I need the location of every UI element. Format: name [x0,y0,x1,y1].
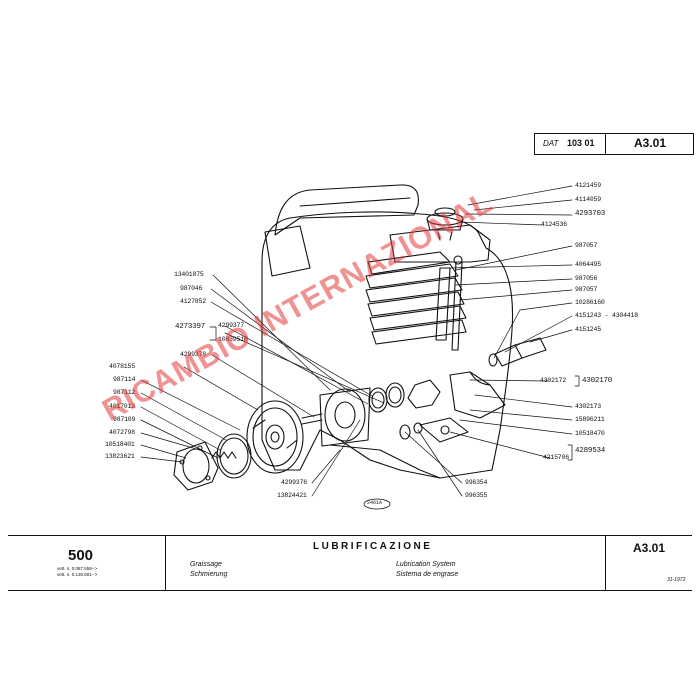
part-number: 4273397 [175,323,206,331]
header-section-code: A3.01 [634,136,667,150]
footer-divider-right [605,535,606,590]
footer-label-en: Lubrication System [396,561,456,568]
dipstick-rod [451,261,463,351]
part-number: 4289534 [575,447,606,455]
part-number: 4302172 [540,377,566,384]
part-number: 996354 [465,479,488,486]
breather-tube [274,184,419,236]
engine-base [329,444,441,479]
dat-code: 103 01 [567,138,595,148]
footer-bottom-rule [8,590,692,591]
crankcase-outline [261,211,514,479]
part-number: 987056 [575,275,598,282]
footer-divider-left [165,535,166,590]
part-number: 10518470 [575,430,605,437]
leader-lines-right [404,185,573,497]
diagram-badge-outline [363,498,391,510]
footer-model-note-1: vett. n. 0.087.558--> [57,566,98,571]
part-number: 4114059 [575,196,601,203]
bracket-4273397 [209,326,217,341]
drive-gear [407,379,441,409]
bracket-4302170 [574,375,580,387]
part-number: 987057 [575,242,598,249]
part-number: 4064495 [575,261,601,268]
washer-1 [399,424,411,440]
gasket-ring [216,433,252,479]
fan-pulley [246,400,304,474]
part-number: 4299376 [281,479,307,486]
footer-section-code: A3.01 [633,541,666,555]
footer-model-note-2: vett. n. 0.130.801--> [57,572,98,577]
part-number: 4293703 [575,210,606,218]
part-number: 13401875 [174,271,204,278]
part-number: 4121459 [575,182,601,189]
diagram-badge: 2461A [367,500,383,506]
part-number: 4017013 [109,403,135,410]
part-number: 10286160 [575,299,605,306]
part-number: 4151243 - 4304418 [575,312,638,319]
footer-date: 31-1972 [667,577,686,583]
part-number: 4299378 [180,351,206,358]
footer-model: 500 [68,547,94,564]
part-number: 4151245 [575,326,601,333]
seal-ring-2 [385,382,405,408]
washer-2 [413,422,423,434]
footer-label-es: Sistema de engrase [396,571,459,578]
oil-pump-body [319,387,371,447]
part-number: 987112 [113,389,136,396]
header-divider [605,133,606,155]
part-number: 13823621 [105,453,135,460]
part-number: 4072798 [109,429,135,436]
part-number: 4302173 [575,403,601,410]
footer-label-fr: Graissage [190,561,222,568]
pushrod-tube [435,267,451,341]
dat-prefix: DAT [543,139,559,148]
part-number: 10839510 [218,336,248,343]
leader-lines-left [140,274,385,497]
hose-fitting [488,337,547,367]
part-number: 4302170 [582,377,613,385]
part-number: 4299377 [218,322,244,329]
air-intake-housing [264,225,311,277]
part-number: 4215706 [543,454,569,461]
part-number: 987109 [113,416,136,423]
part-number: 4078155 [109,363,135,370]
part-number: 4124536 [541,221,567,228]
cylinder-head [389,224,491,263]
cylinder-fins [365,251,467,345]
drain-plate [419,417,469,443]
bracket-4289534 [567,444,573,461]
footer-label-de: Schmierung [190,571,228,578]
part-number: 987046 [180,285,203,292]
footer-top-rule [8,535,692,536]
part-number: 10518401 [105,441,135,448]
part-number: 13824421 [277,492,307,499]
part-number: 4127852 [180,298,206,305]
part-number: 987057 [575,286,598,293]
part-number: 15896211 [575,416,605,423]
spring [211,451,237,459]
footer-title: LUBRIFICAZIONE [313,541,433,552]
header-ref-box [534,133,694,155]
part-number: 996355 [465,492,488,499]
oil-filler-cap [426,212,464,226]
part-number: 987114 [113,376,136,383]
